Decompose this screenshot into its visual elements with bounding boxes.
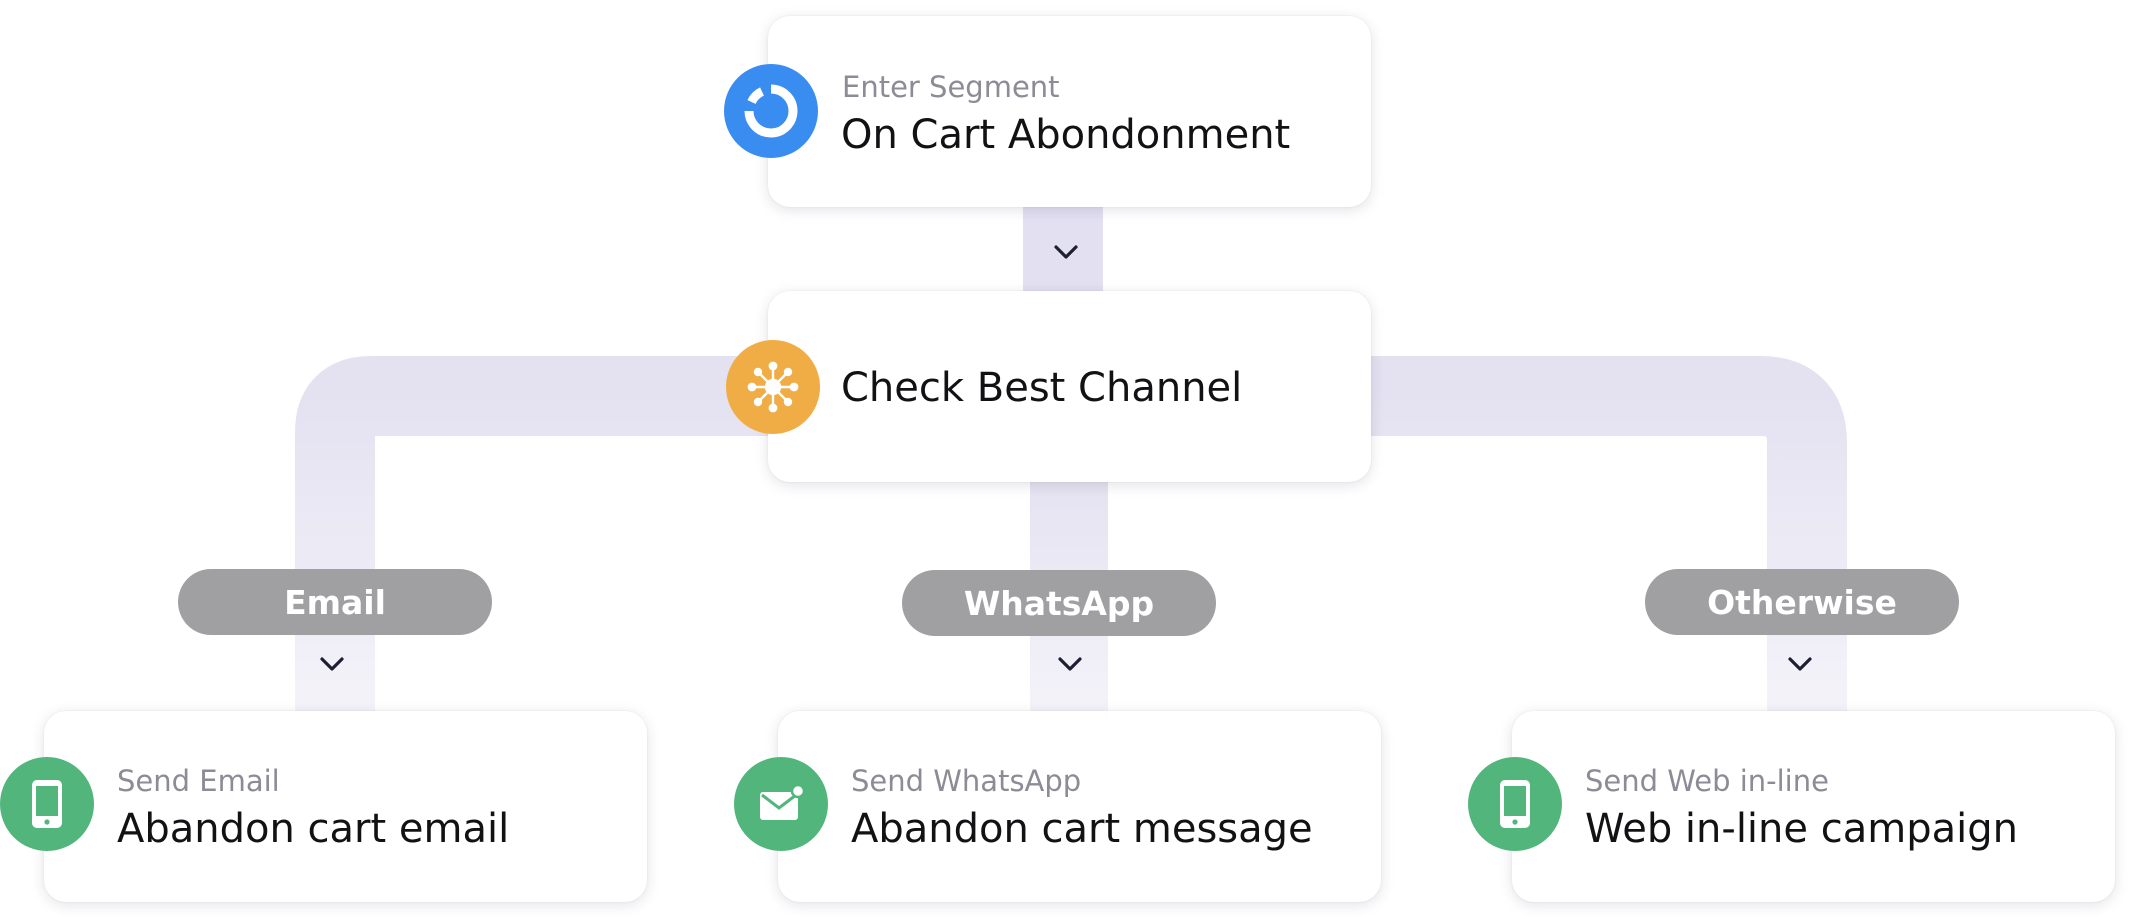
node-send-whatsapp[interactable]	[778, 711, 1381, 902]
node-check-best-channel[interactable]	[768, 291, 1371, 482]
node-title: Check Best Channel	[841, 365, 1243, 411]
branch-pill-whatsapp[interactable]: WhatsApp	[902, 570, 1216, 636]
node-title: Abandon cart message	[851, 806, 1313, 852]
chevron-down-icon	[1058, 657, 1082, 671]
branch-pill-email[interactable]: Email	[178, 569, 492, 635]
mobile-phone-icon	[0, 757, 94, 851]
segment-ring-icon	[724, 64, 818, 158]
chevron-down-icon	[1054, 245, 1078, 259]
chevron-down-icon	[320, 657, 344, 671]
node-title: Abandon cart email	[117, 806, 510, 852]
node-send-email[interactable]	[44, 711, 647, 902]
node-title: Web in-line campaign	[1585, 806, 2018, 852]
mobile-phone-icon	[1468, 757, 1562, 851]
connector-top	[1023, 205, 1103, 295]
node-label: Send Email	[117, 764, 280, 798]
envelope-notification-icon	[734, 757, 828, 851]
node-label: Enter Segment	[842, 70, 1060, 104]
branch-pill-otherwise[interactable]: Otherwise	[1645, 569, 1959, 635]
node-label: Send WhatsApp	[851, 764, 1082, 798]
chevron-down-icon	[1788, 657, 1812, 671]
network-hub-icon	[726, 340, 820, 434]
node-label: Send Web in-line	[1585, 764, 1829, 798]
node-enter-segment[interactable]	[768, 16, 1371, 207]
connector-left-branch	[295, 356, 770, 712]
connector-right-branch	[1370, 356, 1847, 712]
node-title: On Cart Abondonment	[841, 112, 1291, 158]
node-send-web-inline[interactable]	[1512, 711, 2115, 902]
